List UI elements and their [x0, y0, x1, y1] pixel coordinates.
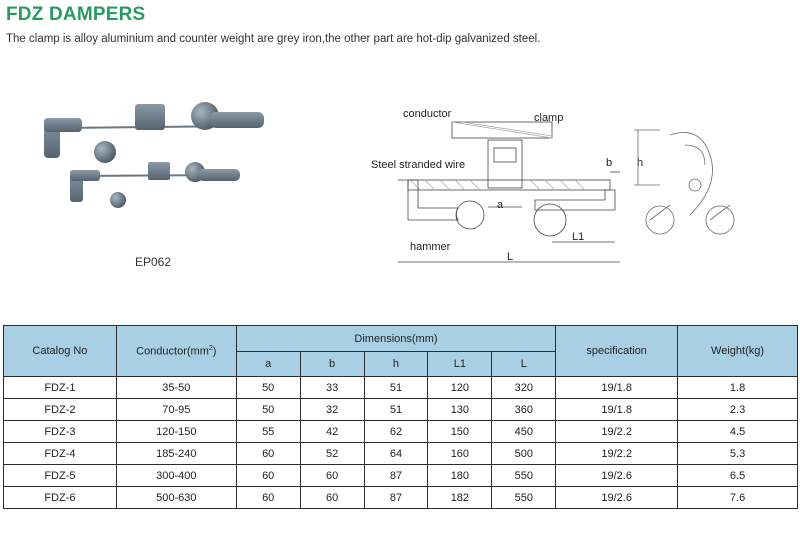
label-l1: L1	[572, 231, 585, 243]
cell-l1: 182	[427, 486, 493, 509]
cell-catalog: FDZ-4	[3, 442, 117, 465]
cell-weight: 7.6	[677, 486, 798, 509]
cell-weight: 5.3	[677, 442, 798, 465]
cell-l1: 180	[427, 464, 493, 487]
cell-b: 60	[299, 464, 365, 487]
label-a: a	[497, 199, 504, 211]
cell-l1: 130	[427, 398, 493, 421]
cell-specification: 19/2.2	[555, 420, 679, 443]
cell-h: 87	[363, 486, 429, 509]
cell-weight: 1.8	[677, 376, 798, 399]
cell-specification: 19/2.6	[555, 486, 679, 509]
cell-a: 60	[235, 486, 301, 509]
label-clamp: clamp	[534, 112, 564, 124]
header-h: h	[363, 351, 429, 377]
header-a: a	[235, 351, 301, 377]
cell-catalog: FDZ-1	[3, 376, 117, 399]
cell-specification: 19/1.8	[555, 398, 679, 421]
header-l1: L1	[427, 351, 493, 377]
cell-a: 60	[235, 464, 301, 487]
cell-b: 52	[299, 442, 365, 465]
damper-photo	[44, 102, 264, 208]
side-view-diagram	[634, 129, 735, 235]
page-title: FDZ DAMPERS	[6, 4, 146, 25]
cell-weight: 6.5	[677, 464, 798, 487]
cell-catalog: FDZ-2	[3, 398, 117, 421]
cell-specification: 19/1.8	[555, 376, 679, 399]
cell-h: 62	[363, 420, 429, 443]
cell-specification: 19/2.6	[555, 464, 679, 487]
cell-catalog: FDZ-3	[3, 420, 117, 443]
cell-h: 87	[363, 464, 429, 487]
cell-conductor: 300-400	[115, 464, 237, 487]
cell-specification: 19/2.2	[555, 442, 679, 465]
cell-l1: 120	[427, 376, 493, 399]
cell-l: 500	[491, 442, 557, 465]
specification-table: Catalog No Conductor(mm2) Dimensions(mm)…	[3, 325, 798, 509]
cell-weight: 2.3	[677, 398, 798, 421]
cell-h: 51	[363, 398, 429, 421]
cell-conductor: 120-150	[115, 420, 237, 443]
label-h: h	[637, 157, 644, 169]
cell-conductor: 185-240	[115, 442, 237, 465]
damper-schematic	[398, 121, 620, 263]
header-conductor: Conductor(mm2)	[115, 325, 237, 377]
cell-a: 55	[235, 420, 301, 443]
cell-b: 32	[299, 398, 365, 421]
header-weight: Weight(kg)	[677, 325, 798, 377]
cell-l1: 150	[427, 420, 493, 443]
cell-catalog: FDZ-5	[3, 464, 117, 487]
cell-h: 64	[363, 442, 429, 465]
cell-a: 50	[235, 398, 301, 421]
cell-h: 51	[363, 376, 429, 399]
label-steel-wire: Steel stranded wire	[371, 159, 466, 171]
cell-b: 60	[299, 486, 365, 509]
header-b: b	[299, 351, 365, 377]
label-l: L	[507, 251, 514, 263]
cell-conductor: 70-95	[115, 398, 237, 421]
cell-a: 60	[235, 442, 301, 465]
header-catalog: Catalog No	[3, 325, 117, 377]
cell-l: 450	[491, 420, 557, 443]
label-b: b	[606, 157, 613, 169]
cell-conductor: 35-50	[115, 376, 237, 399]
cell-b: 42	[299, 420, 365, 443]
cell-catalog: FDZ-6	[3, 486, 117, 509]
cell-b: 33	[299, 376, 365, 399]
cell-l: 320	[491, 376, 557, 399]
cell-conductor: 500-630	[115, 486, 237, 509]
header-specification: specification	[555, 325, 679, 377]
cell-weight: 4.5	[677, 420, 798, 443]
cell-l1: 160	[427, 442, 493, 465]
cell-l: 550	[491, 464, 557, 487]
cell-l: 550	[491, 486, 557, 509]
cell-a: 50	[235, 376, 301, 399]
cell-l: 360	[491, 398, 557, 421]
label-hammer: hammer	[410, 241, 451, 253]
label-conductor: conductor	[403, 108, 452, 120]
header-l: L	[491, 351, 557, 377]
page-subtitle: The clamp is alloy aluminium and counter…	[6, 33, 541, 45]
header-dimensions: Dimensions(mm)	[235, 325, 557, 352]
photo-caption: EP062	[135, 255, 172, 269]
